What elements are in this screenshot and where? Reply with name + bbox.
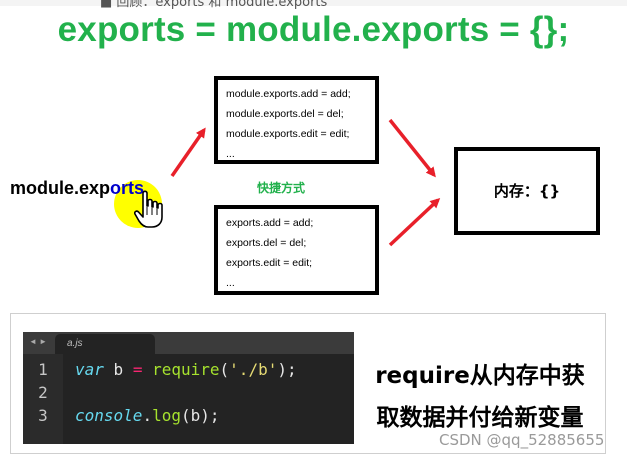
- line-number: 3: [38, 406, 48, 425]
- code-args: (b);: [180, 406, 220, 425]
- tab-nav-arrows-icon[interactable]: ◄ ►: [29, 337, 48, 346]
- hand-pointer-cursor-icon: [134, 190, 163, 228]
- module-exports-label-tail: orts: [110, 178, 145, 198]
- editor-tab-label: a.js: [67, 338, 83, 349]
- editor-gutter: 1 2 3: [23, 354, 63, 444]
- line-number: 2: [38, 383, 48, 402]
- code-line: module.exports.add = add;: [226, 88, 351, 100]
- code-paren: (: [219, 360, 230, 379]
- top-strip: ■ 回顾：exports 和 module.exports: [0, 0, 627, 10]
- editor-tab[interactable]: a.js: [55, 334, 155, 354]
- line-number: 1: [38, 360, 48, 379]
- memory-box: 内存：{}: [454, 147, 600, 235]
- watermark: CSDN @qq_52885655: [439, 431, 605, 449]
- code-line: module.exports.edit = edit;: [226, 128, 350, 140]
- code-editor: ◄ ► a.js 1 2 3 var b = require('./b'); c…: [23, 332, 354, 444]
- code-object: console: [75, 406, 143, 425]
- editor-code-line-1: var b = require('./b');: [75, 358, 297, 381]
- module-exports-code-box: module.exports.add = add; module.exports…: [214, 76, 379, 164]
- memory-label: 内存：{}: [493, 182, 561, 200]
- code-line: module.exports.del = del;: [226, 108, 344, 120]
- arrow-module-exports-to-memory: [388, 118, 436, 178]
- code-dot: .: [142, 406, 153, 425]
- headline: exports = module.exports = {};: [57, 10, 570, 49]
- caption-line-1: require从内存中获: [375, 363, 585, 389]
- code-identifier: b: [103, 360, 133, 379]
- arrow-to-module-exports-box: [170, 127, 206, 177]
- code-operator: =: [132, 360, 143, 379]
- caption-line-2: 取数据并付给新变量: [376, 405, 584, 431]
- code-string: './b': [229, 360, 278, 379]
- arrow-exports-to-memory: [388, 197, 441, 247]
- module-exports-label-head: module.exp: [10, 178, 111, 198]
- code-line: ...: [226, 148, 235, 160]
- code-line: ...: [226, 277, 235, 289]
- code-line: exports.add = add;: [226, 217, 314, 229]
- editor-tab-bar: ◄ ► a.js: [23, 332, 354, 354]
- code-paren: );: [277, 360, 297, 379]
- code-line: exports.edit = edit;: [226, 257, 313, 269]
- code-line: exports.del = del;: [226, 237, 307, 249]
- code-method: log: [152, 406, 181, 425]
- top-strip-text: ■ 回顾：exports 和 module.exports: [100, 0, 328, 10]
- code-function: require: [152, 360, 220, 379]
- shortcut-label: 快捷方式: [257, 181, 306, 195]
- exports-code-box: exports.add = add; exports.del = del; ex…: [214, 205, 379, 295]
- code-keyword: var: [75, 360, 104, 379]
- bottom-panel: ◄ ► a.js 1 2 3 var b = require('./b'); c…: [10, 313, 606, 454]
- module-exports-label: module.exports: [10, 178, 144, 199]
- editor-code-line-3: console.log(b);: [75, 404, 220, 427]
